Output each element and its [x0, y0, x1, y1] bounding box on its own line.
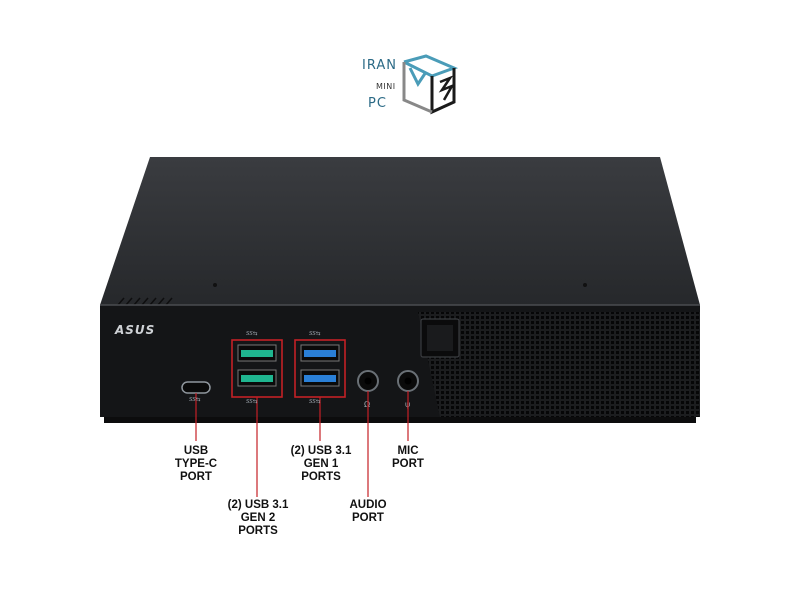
label-mic-port: MIC PORT [392, 445, 424, 470]
usb-gen1-bottom-mark: SS⇆ [309, 399, 321, 405]
usb-type-c-port [181, 381, 211, 394]
headphone-icon: Ω [364, 400, 370, 409]
asus-brand-logo: ASUS [115, 323, 156, 337]
logo-word-pc: PC [368, 96, 387, 111]
logo-cube-icon [402, 54, 459, 115]
front-vent-grille [418, 312, 700, 417]
callout-lines [195, 391, 409, 497]
side-vent [117, 297, 173, 306]
chassis-screw [213, 283, 217, 287]
logo-word-iran: IRAN [362, 58, 397, 73]
chassis-base [104, 417, 696, 423]
chassis-top [100, 157, 700, 305]
logo-word-mini: MINI [376, 82, 396, 91]
label-usb-gen2-ports: (2) USB 3.1 GEN 2 PORTS [227, 499, 289, 537]
label-usb-type-c-port: USB TYPE-C PORT [174, 445, 218, 483]
label-usb-gen1-ports: (2) USB 3.1 GEN 1 PORTS [290, 445, 352, 483]
usb-gen2-bottom-mark: SS⇆ [246, 399, 258, 405]
iran-mini-pc-logo: IRAN MINI PC [356, 52, 466, 122]
usb-gen2-top-mark: SS⇆ [246, 331, 258, 337]
usb-gen1-top-mark: SS⇆ [309, 331, 321, 337]
chassis-screw [583, 283, 587, 287]
label-audio-port: AUDIO PORT [349, 499, 387, 524]
usbc-ss-mark: SS⇆ [189, 397, 201, 403]
